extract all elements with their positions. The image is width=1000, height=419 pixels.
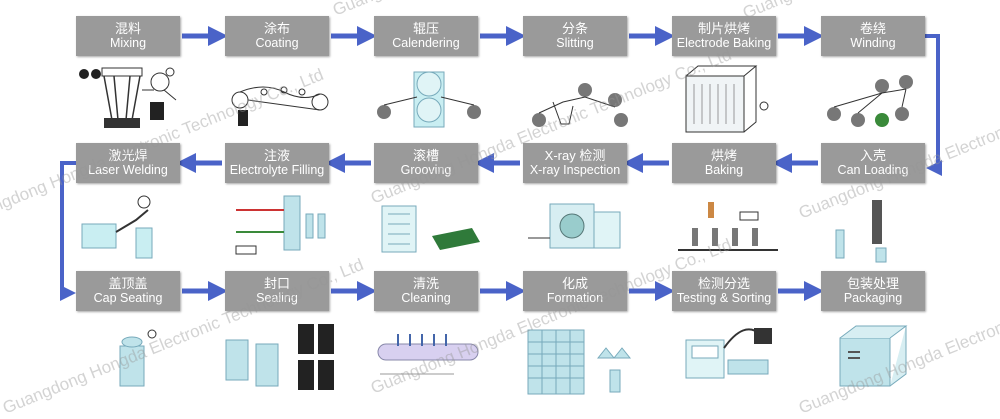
step-en: Can Loading xyxy=(837,163,909,177)
step-zh: 检测分选 xyxy=(697,276,750,291)
coating-machine-illustration xyxy=(231,86,329,126)
winding-machine-illustration xyxy=(827,75,913,127)
step-zh: 分条 xyxy=(561,21,588,36)
step-en: Grooving xyxy=(400,163,452,177)
baking-line-illustration xyxy=(678,202,778,251)
step-zh: 化成 xyxy=(561,276,588,291)
step-en: Testing & Sorting xyxy=(676,291,772,305)
mixing-machine-illustration xyxy=(79,67,177,128)
step-en: Winding xyxy=(850,36,896,50)
flow-arrows xyxy=(60,26,942,301)
sealing-illustration xyxy=(225,324,334,390)
calendering-machine-illustration xyxy=(377,71,481,128)
step-zh: 入壳 xyxy=(859,148,886,163)
arrow-welding-capseating xyxy=(60,161,76,301)
step-zh: 注液 xyxy=(263,148,290,163)
step-en: Coating xyxy=(255,36,299,50)
step-en: Cap Seating xyxy=(93,291,163,305)
step-zh: 封口 xyxy=(263,276,290,291)
step-en: Laser Welding xyxy=(88,163,168,177)
electrolyte-filling-illustration xyxy=(235,195,326,255)
step-zh: 涂布 xyxy=(263,21,290,36)
step-en: Formation xyxy=(546,291,604,305)
step-en: Packaging xyxy=(843,291,903,305)
step-en: Slitting xyxy=(556,36,594,50)
step-zh: 包装处理 xyxy=(846,276,899,291)
arrow-winding-canloading xyxy=(924,34,942,176)
xray-inspection-illustration xyxy=(528,203,621,249)
cap-seating-illustration xyxy=(119,329,157,387)
slitting-machine-illustration xyxy=(532,83,628,127)
formation-cabinet-illustration xyxy=(527,329,632,395)
step-en: Cleaning xyxy=(401,291,451,305)
step-zh: X-ray 检测 xyxy=(544,148,606,163)
packaging-box-illustration xyxy=(839,325,908,387)
step-zh: 卷绕 xyxy=(859,21,886,36)
grooving-machine-illustration xyxy=(381,205,480,253)
step-zh: 滚槽 xyxy=(412,148,439,163)
step-en: Mixing xyxy=(109,36,147,50)
baking-oven-illustration xyxy=(685,65,769,133)
step-zh: 清洗 xyxy=(412,276,439,291)
step-zh: 混料 xyxy=(114,21,141,36)
step-zh: 激光焊 xyxy=(108,148,148,163)
can-loading-illustration xyxy=(835,200,887,263)
cleaning-line-illustration xyxy=(377,334,479,375)
step-en: Electrolyte Filling xyxy=(229,163,325,177)
laser-welding-illustration xyxy=(81,195,153,259)
step-en: Electrode Baking xyxy=(676,36,772,50)
testing-sorting-illustration xyxy=(685,328,772,379)
step-zh: 辊压 xyxy=(412,21,439,36)
step-en: Baking xyxy=(704,163,744,177)
step-en: Calendering xyxy=(392,36,460,50)
step-zh: 烘烤 xyxy=(710,148,737,163)
step-zh: 制片烘烤 xyxy=(697,21,750,36)
step-zh: 盖顶盖 xyxy=(108,276,148,291)
step-en: X-ray Inspection xyxy=(529,163,621,177)
step-en: Sealing xyxy=(256,291,298,305)
